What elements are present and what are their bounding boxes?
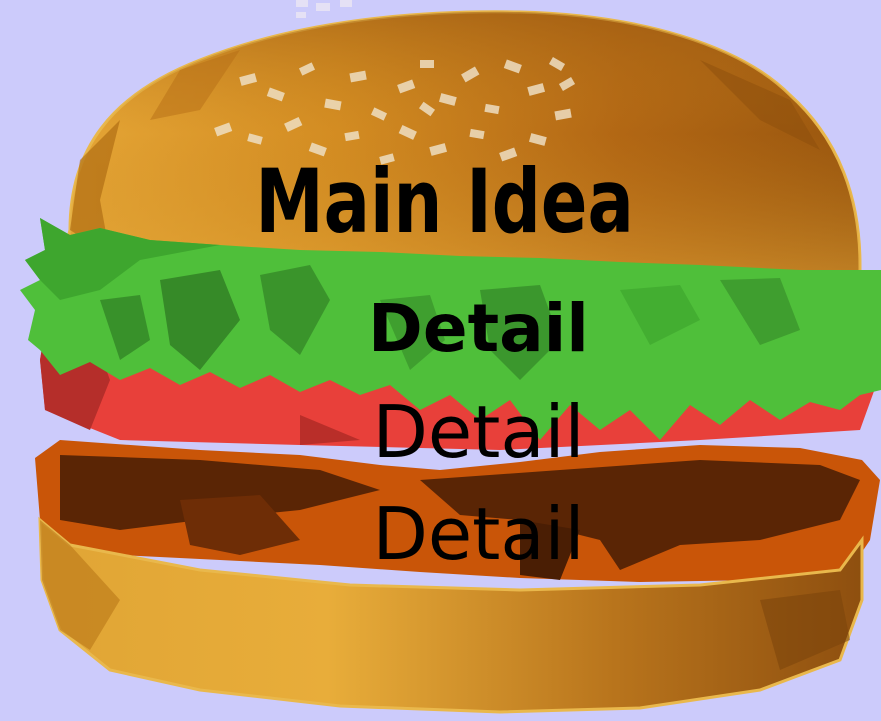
detail-label-3: Detail (38, 498, 881, 570)
detail-label-2: Detail (38, 396, 881, 468)
seed-decor-top (296, 0, 352, 18)
detail-label-1: Detail (38, 296, 881, 362)
main-idea-label: Main Idea (101, 158, 788, 246)
